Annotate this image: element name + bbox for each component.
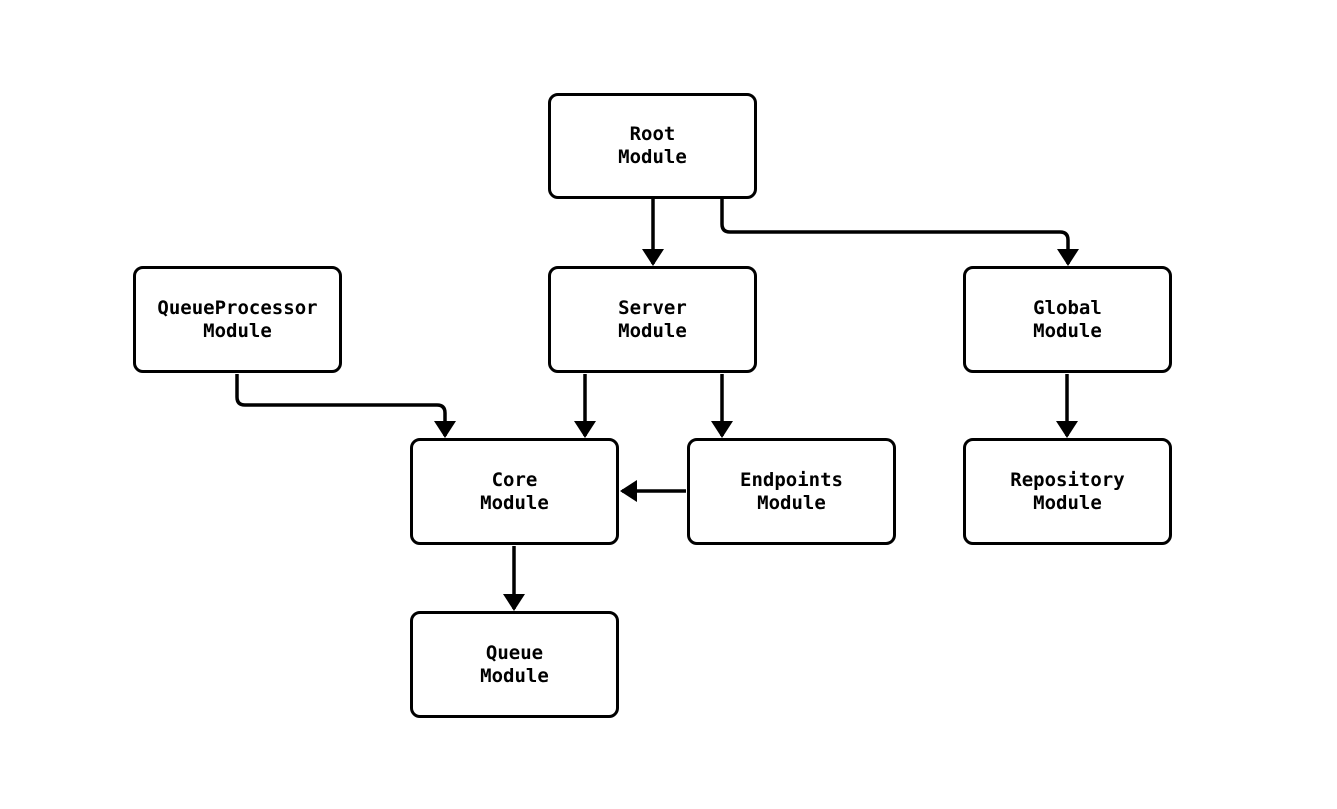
node-queue-module-label: Queue Module: [480, 641, 549, 687]
node-queueprocessor-module-label: QueueProcessor Module: [157, 296, 318, 342]
node-server-module-label: Server Module: [618, 296, 687, 342]
node-repository-module[interactable]: Repository Module: [963, 438, 1172, 545]
edge-root-to-global: [720, 199, 1070, 264]
node-endpoints-module-label: Endpoints Module: [740, 468, 843, 514]
node-queue-module[interactable]: Queue Module: [410, 611, 619, 718]
node-global-module[interactable]: Global Module: [963, 266, 1172, 373]
node-core-module-label: Core Module: [480, 468, 549, 514]
arrowhead-server-to-endpoints: [711, 421, 733, 438]
arrowhead-endpoints-to-core: [620, 480, 637, 502]
arrowhead-core-to-queue: [503, 594, 525, 611]
arrowhead-global-to-repository: [1056, 421, 1078, 438]
node-queueprocessor-module[interactable]: QueueProcessor Module: [133, 266, 342, 373]
node-repository-module-label: Repository Module: [1010, 468, 1125, 514]
arrowhead-root-to-server: [642, 249, 664, 266]
arrowhead-server-to-core: [574, 421, 596, 438]
arrowhead-root-to-global: [1057, 249, 1079, 266]
node-server-module[interactable]: Server Module: [548, 266, 757, 373]
node-core-module[interactable]: Core Module: [410, 438, 619, 545]
node-root-module-label: Root Module: [618, 123, 687, 168]
node-endpoints-module[interactable]: Endpoints Module: [687, 438, 896, 545]
arrowhead-queueprocessor-to-core: [434, 421, 456, 438]
node-global-module-label: Global Module: [1033, 296, 1102, 342]
node-root-module[interactable]: Root Module: [548, 93, 757, 199]
edge-queueprocessor-to-core: [235, 374, 447, 436]
